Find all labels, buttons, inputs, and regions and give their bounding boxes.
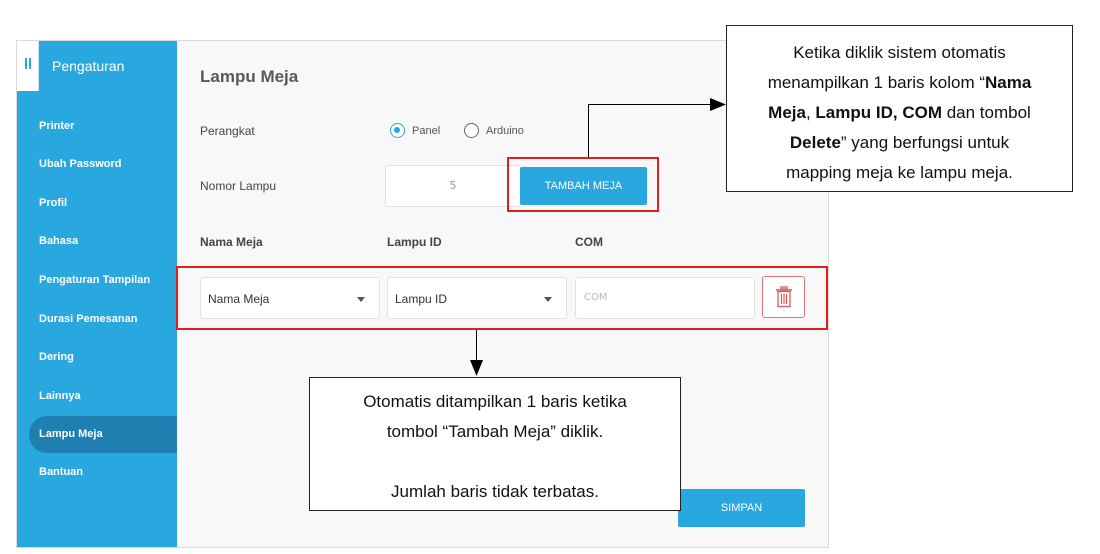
note1-line2: menampilkan 1 baris kolom “Nama <box>767 73 1032 92</box>
highlight-row <box>176 266 828 330</box>
menu-bar-1 <box>25 58 27 69</box>
sidebar-item-lainnya[interactable]: Lainnya <box>39 390 81 402</box>
sidebar-title: Pengaturan <box>52 58 125 74</box>
device-label: Perangkat <box>200 124 255 138</box>
radio-panel[interactable] <box>390 123 405 138</box>
arrow-down-icon <box>470 360 483 376</box>
sidebar: Pengaturan Printer Ubah Password Profil … <box>17 41 177 547</box>
menu-toggle-icon[interactable] <box>17 41 39 91</box>
note2-spacer <box>310 447 680 477</box>
lamp-number-label: Nomor Lampu <box>200 179 277 193</box>
arrow-right-icon <box>710 98 726 111</box>
annotation-note-rows: Otomatis ditampilkan 1 baris ketika tomb… <box>309 377 681 511</box>
table-name-select-value: Nama Meja <box>208 292 270 306</box>
sidebar-item-printer[interactable]: Printer <box>39 120 75 132</box>
page-title: Lampu Meja <box>200 67 299 86</box>
sidebar-item-bantuan[interactable]: Bantuan <box>39 466 83 478</box>
delete-row-button[interactable] <box>762 276 805 318</box>
sidebar-item-dering[interactable]: Dering <box>39 351 74 363</box>
menu-bar-2 <box>29 58 31 69</box>
trash-icon <box>776 286 792 308</box>
sidebar-item-ubah-password[interactable]: Ubah Password <box>39 158 122 170</box>
lamp-id-select[interactable]: Lampu ID <box>387 277 567 319</box>
sidebar-item-durasi-pemesanan[interactable]: Durasi Pemesanan <box>39 313 138 325</box>
sidebar-item-pengaturan-tampilan[interactable]: Pengaturan Tampilan <box>39 274 151 286</box>
save-button[interactable]: SIMPAN <box>678 489 805 527</box>
note1-line3: Meja, Lampu ID, COM dan tombol <box>768 103 1031 122</box>
main-panel: Lampu Meja Perangkat Panel Arduino Nomor… <box>177 41 828 547</box>
highlight-add-button <box>507 157 659 212</box>
sidebar-item-bahasa[interactable]: Bahasa <box>39 235 79 247</box>
annotation-note-add-row: Ketika diklik sistem otomatis menampilka… <box>726 25 1073 192</box>
add-table-button[interactable]: TAMBAH MEJA <box>520 167 647 205</box>
connector-vertical <box>588 104 589 157</box>
chevron-down-icon <box>544 297 552 302</box>
note1-line5: mapping meja ke lampu meja. <box>786 163 1013 182</box>
table-name-select[interactable]: Nama Meja <box>200 277 380 319</box>
sidebar-item-profil[interactable]: Profil <box>39 197 68 209</box>
chevron-down-icon <box>357 297 365 302</box>
connector-horizontal <box>588 104 712 105</box>
lamp-number-input[interactable]: 5 <box>385 165 521 207</box>
radio-arduino-label[interactable]: Arduino <box>486 125 524 137</box>
column-header-table-name: Nama Meja <box>200 235 263 249</box>
note2-line2: tombol “Tambah Meja” diklik. <box>386 422 604 441</box>
note2-line1: Otomatis ditampilkan 1 baris ketika <box>363 392 627 411</box>
connector-down <box>476 330 477 362</box>
com-input[interactable]: COM <box>575 277 755 319</box>
sidebar-item-lampu-meja[interactable]: Lampu Meja <box>29 416 177 453</box>
radio-panel-label[interactable]: Panel <box>412 125 441 137</box>
lamp-id-select-value: Lampu ID <box>395 292 448 306</box>
column-header-lamp-id: Lampu ID <box>387 235 442 249</box>
column-header-com: COM <box>575 235 603 249</box>
sidebar-header: Pengaturan <box>17 41 177 91</box>
radio-arduino[interactable] <box>464 123 479 138</box>
note2-line3: Jumlah baris tidak terbatas. <box>391 482 599 501</box>
note1-line4: Delete” yang berfungsi untuk <box>789 133 1010 152</box>
note1-line1: Ketika diklik sistem otomatis <box>793 43 1006 62</box>
